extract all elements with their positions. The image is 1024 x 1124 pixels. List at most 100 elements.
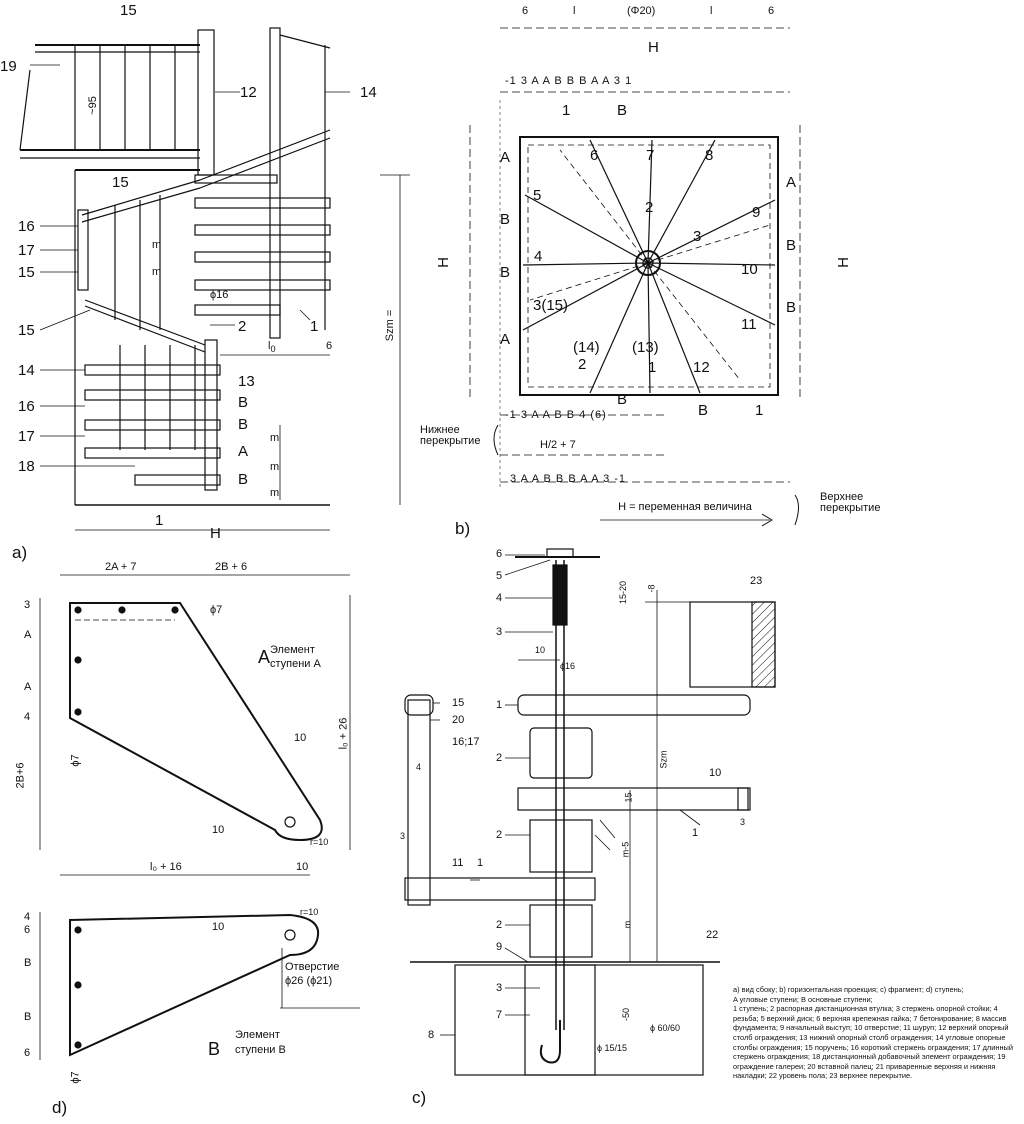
pv-num-7: 7 [646, 147, 655, 164]
sd-left-10: 10 [212, 824, 225, 836]
sd-b-left-B1: B [24, 957, 32, 969]
sd-top-2b6: 2B + 6 [215, 561, 248, 573]
fr-dim-8: -8 [646, 584, 657, 593]
pv-num-2b: 2 [578, 356, 587, 373]
sd-top-2a7: 2A + 7 [105, 561, 137, 573]
fr-label-1b: 1 [477, 857, 484, 869]
sv-dim-m: m [152, 239, 162, 251]
sv-dim-m2: m [152, 266, 162, 278]
caption-line-2: A угловые ступени; B основные ступени; [733, 994, 873, 1004]
sd-elem-b-letter: B [208, 1039, 221, 1059]
fr-label-7: 7 [496, 1009, 503, 1021]
fr-label-9: 9 [496, 941, 503, 953]
sd-elem-a-letter: A [258, 647, 271, 667]
fr-label-8: 8 [428, 1029, 435, 1041]
pv-letter-2: A [500, 149, 511, 166]
sv-dim-H: H [210, 525, 221, 542]
pv-mid-dim: H/2 + 7 [540, 439, 576, 451]
sd-left-phi7: ϕ7 [69, 754, 82, 767]
fr-dim-15: 15 [623, 792, 634, 803]
pv-letter-6: A [786, 174, 797, 191]
pv-num-2: 2 [645, 199, 654, 216]
sd-left-3: 3 [24, 599, 31, 611]
fr-label-10: 10 [709, 767, 722, 779]
sd-dim-10: 10 [294, 732, 307, 744]
plan-view-drawing [469, 27, 801, 527]
sv-label-15a: 15 [18, 264, 35, 281]
panel-label-a: a) [12, 543, 28, 562]
sd-elem-a-line2: ступени A [270, 658, 321, 670]
pv-lower-floor: Нижнее перекрытие [420, 424, 481, 447]
sd-b-left-4: 4 [24, 911, 31, 923]
sv-label-19: 19 [0, 58, 17, 75]
pv-bottom-dim: H = переменная величина [618, 501, 752, 513]
pv-row-mid: -1 3 A A B B 4 (6) [505, 409, 607, 421]
pv-num-5: 5 [533, 187, 542, 204]
fr-label-16-17: 16;17 [452, 736, 480, 748]
pv-row-top: -1 3 A A B B B A A 3 1 [505, 75, 633, 87]
fr-label-23: 23 [750, 575, 763, 587]
pv-top-lo-a: l [573, 5, 576, 17]
sv-label-2: 2 [238, 318, 247, 335]
sv-dim-m3: m [270, 432, 280, 444]
sv-label-14-right: 14 [360, 84, 377, 101]
fr-dim-10: 10 [535, 645, 546, 655]
sd-b-left-6b: 6 [24, 1047, 31, 1059]
fragment-drawing [404, 548, 776, 1076]
fr-label-4: 4 [496, 592, 503, 604]
pv-letter-4: B [500, 264, 511, 281]
panel-label-b: b) [455, 519, 471, 538]
fr-label-1c: 1 [692, 827, 699, 839]
step-detail-drawing [39, 574, 360, 1060]
sd-b-left-6: 6 [24, 924, 31, 936]
pv-num-13: (13) [632, 339, 659, 356]
sd-hole-line1: Отверстие [285, 961, 340, 973]
sd-b-left-B2: B [24, 1011, 32, 1023]
pv-num-4: 4 [534, 248, 543, 265]
caption-line-1: a) вид сбоку; b) горизонтальная проекция… [733, 985, 964, 994]
fr-label-1: 1 [496, 699, 503, 711]
pv-num-12: 12 [693, 359, 710, 376]
sv-label-bottom-1: 1 [155, 512, 164, 529]
sd-left-A2: A [24, 681, 32, 693]
panel-label-c: c) [412, 1088, 427, 1107]
fr-label-20: 20 [452, 714, 465, 726]
fr-label-3: 3 [496, 626, 503, 638]
sv-label-15b: 15 [18, 322, 35, 339]
sd-dim-10c: 10 [212, 921, 225, 933]
pv-num-9: 9 [752, 204, 761, 221]
fr-dim-15-20: 15-20 [618, 580, 629, 605]
pv-num-3: 3 [693, 228, 702, 245]
pv-row-bot: 3 A A B B B A A 3 -1 [510, 473, 627, 485]
pv-top-6a: 6 [522, 5, 529, 17]
pv-top-H: H [648, 39, 659, 56]
sv-label-14: 14 [18, 362, 35, 379]
sd-elem-a-line1: Элемент [270, 644, 315, 656]
sv-label-16b: 16 [18, 398, 35, 415]
fr-label-6: 6 [496, 548, 503, 560]
sv-label-A: A [238, 443, 249, 460]
pv-num-6: 6 [590, 147, 599, 164]
sv-label-16: 16 [18, 218, 35, 235]
pv-num-3-15: 3(15) [533, 297, 569, 314]
caption-line-3: 1 ступень; 2 распорная дистанционная вту… [733, 1004, 1013, 1081]
sd-r10: r=10 [310, 837, 329, 847]
fr-label-5: 5 [496, 570, 503, 582]
sd-left-4: 4 [24, 711, 31, 723]
pv-side-H-left: H [434, 257, 452, 268]
pv-num-1b: 1 [648, 359, 657, 376]
sv-label-15-top: 15 [120, 2, 137, 19]
pv-num-11: 11 [741, 316, 757, 333]
pv-letter-8: A [500, 331, 511, 348]
sv-dim-6: 6 [326, 340, 333, 352]
fr-label-2c: 2 [496, 919, 503, 931]
sv-label-13: 13 [238, 373, 255, 390]
sd-left-A1: A [24, 629, 32, 641]
sv-dim-lo: l0 [268, 340, 276, 355]
sv-dim-95: ~95 [86, 96, 99, 115]
sv-label-B3: B [238, 471, 249, 488]
fr-dim-3a: 3 [400, 831, 406, 841]
fr-dim-phi16: ϕ16 [560, 661, 576, 671]
pv-num-8: 8 [705, 147, 714, 164]
